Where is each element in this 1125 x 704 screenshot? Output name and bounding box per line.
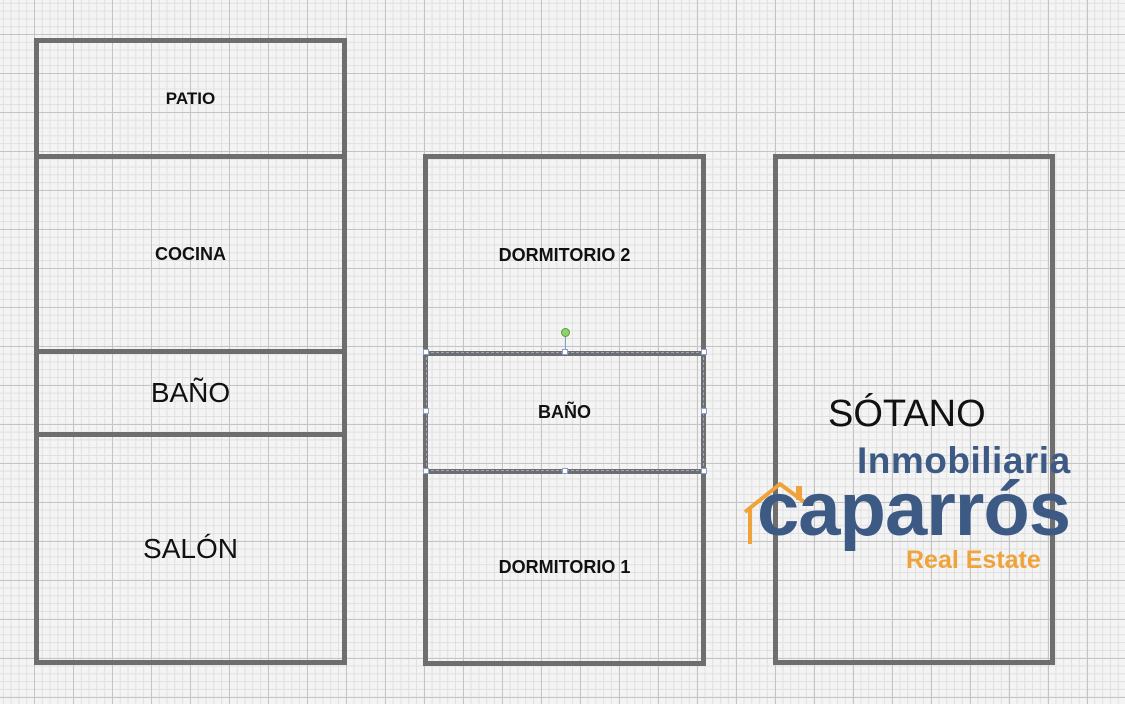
room-label-salon: SALÓN xyxy=(143,532,238,564)
room-cocina[interactable]: COCINA xyxy=(34,154,347,354)
resize-handle-se[interactable] xyxy=(701,468,707,474)
resize-handle-n[interactable] xyxy=(562,349,568,355)
room-dormitorio-1[interactable]: DORMITORIO 1 xyxy=(423,469,706,666)
house-outline-icon xyxy=(743,482,809,544)
resize-handle-s[interactable] xyxy=(562,468,568,474)
logo-text-caparros: caparrós xyxy=(757,467,1071,552)
resize-handle-w[interactable] xyxy=(423,408,429,414)
resize-handle-ne[interactable] xyxy=(701,349,707,355)
resize-handle-e[interactable] xyxy=(701,408,707,414)
resize-handle-sw[interactable] xyxy=(423,468,429,474)
logo-text-inmobiliaria: Inmobiliaria xyxy=(857,440,1071,481)
resize-handle-nw[interactable] xyxy=(423,349,429,355)
room-label-sotano: SÓTANO xyxy=(828,393,986,435)
room-dormitorio-2[interactable]: DORMITORIO 2 xyxy=(423,154,706,356)
logo-text-real-estate: Real Estate xyxy=(906,546,1041,574)
rotation-handle[interactable] xyxy=(561,328,570,337)
rotation-stem xyxy=(565,336,566,352)
room-bano-left[interactable]: BAÑO xyxy=(34,349,347,437)
room-bano-center[interactable]: BAÑO xyxy=(423,351,706,474)
room-label-bano-left: BAÑO xyxy=(150,377,231,408)
room-label-bano-center: BAÑO xyxy=(538,402,591,422)
room-label-cocina: COCINA xyxy=(155,243,226,264)
room-salon[interactable]: SALÓN xyxy=(34,432,347,665)
room-label-dormitorio-2: DORMITORIO 2 xyxy=(498,244,631,265)
room-sotano[interactable]: SÓTANO xyxy=(773,154,1055,665)
room-label-dormitorio-1: DORMITORIO 1 xyxy=(498,557,631,577)
room-patio[interactable]: PATIO xyxy=(34,38,347,159)
room-label-patio: PATIO xyxy=(165,88,216,108)
